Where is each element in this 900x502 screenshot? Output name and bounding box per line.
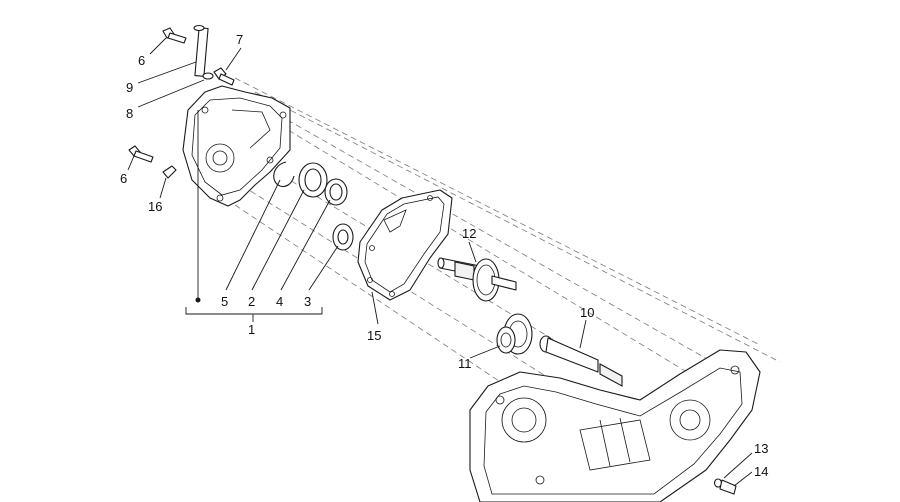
callout-11: 11 (458, 356, 472, 371)
callout-9: 9 (126, 80, 133, 95)
small-clip (202, 72, 214, 80)
long-stud (193, 24, 209, 77)
callout-7: 7 (236, 32, 243, 47)
callout-5: 5 (221, 294, 228, 309)
oil-seal (324, 178, 348, 206)
callout-6-top: 6 (138, 53, 145, 68)
output-shaft (539, 335, 623, 387)
callout-14: 14 (754, 464, 768, 479)
callout-4: 4 (276, 294, 283, 309)
drain-plug (713, 478, 737, 495)
small-bracket (162, 165, 177, 179)
bolt-seven (213, 67, 235, 86)
callout-15: 15 (367, 328, 381, 343)
callout-1: 1 (248, 322, 255, 337)
transmission-cover (182, 85, 291, 207)
callout-13: 13 (754, 441, 768, 456)
callout-8: 8 (126, 106, 133, 121)
intermediate-gear (496, 313, 533, 355)
callout-2: 2 (248, 294, 255, 309)
leader-lines (127, 37, 753, 487)
callout-16: 16 (148, 199, 162, 214)
cover-gasket (357, 189, 453, 301)
callout-6-lower: 6 (120, 171, 127, 186)
bolt-lower-left (128, 145, 154, 163)
callout-labels: 6 7 9 8 6 16 5 2 4 3 1 15 12 11 10 13 14 (120, 32, 768, 479)
crankcase (469, 349, 761, 502)
callout-3: 3 (304, 294, 311, 309)
leader-dot (195, 297, 201, 303)
bolt-top-left (162, 27, 187, 44)
assembly-guide-lines (224, 77, 781, 396)
driven-shaft-gear (437, 257, 517, 302)
bearing-small (332, 223, 354, 251)
callout-12: 12 (462, 226, 476, 241)
bearing-large (298, 162, 328, 198)
circlip (273, 161, 295, 188)
callout-10: 10 (580, 305, 594, 320)
